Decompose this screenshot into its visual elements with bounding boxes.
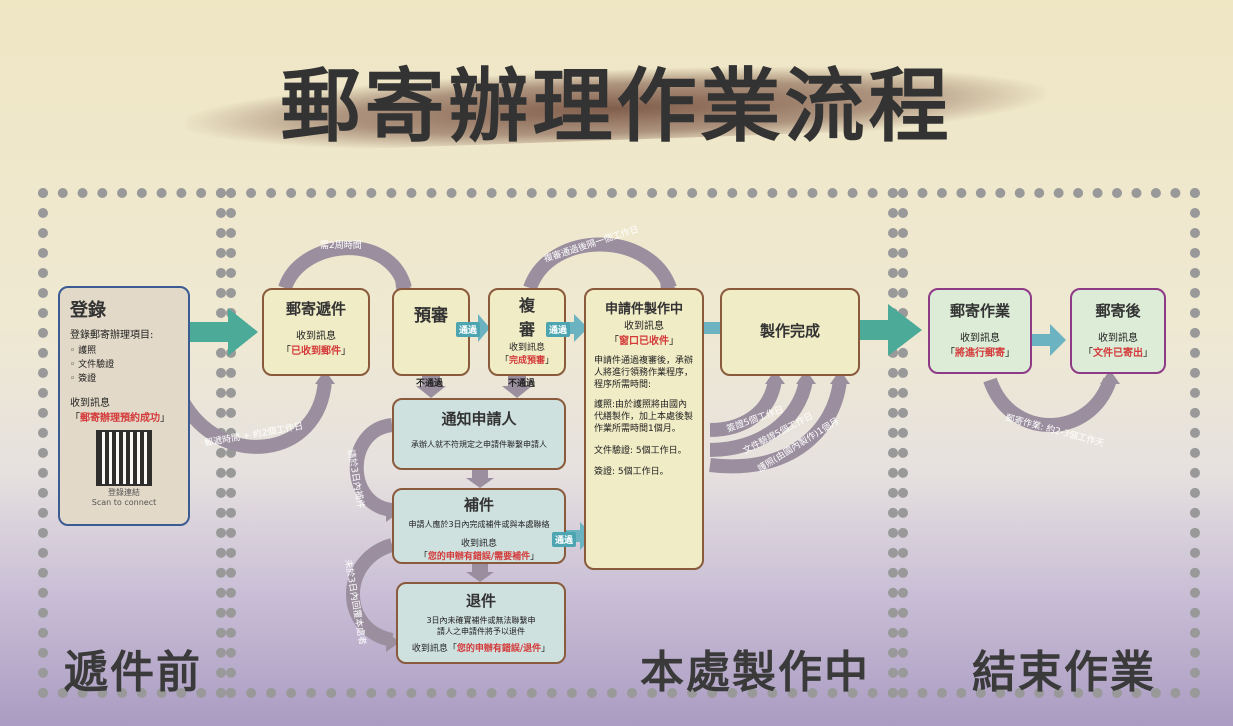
label-two-weeks: 需2周時間: [320, 240, 362, 251]
supplement-msg-label: 收到訊息: [460, 539, 497, 549]
mailed-box: 郵寄後 收到訊息 「文件已寄出」: [1070, 288, 1166, 374]
qr-caption: 登錄連結: [108, 488, 140, 497]
page-title: 郵寄辦理作業流程: [280, 60, 953, 153]
notify-box: 通知申請人 承辦人就不符規定之申請件聯繫申請人: [392, 398, 566, 470]
mailed-msg-label: 收到訊息: [1098, 333, 1138, 344]
fail-label-2: 不通過: [508, 379, 536, 389]
mail-work-msg-label: 收到訊息: [960, 333, 1000, 344]
register-item-visa: ◦ 簽證: [70, 374, 97, 384]
zone-label-processing: 本處製作中: [640, 647, 870, 698]
pre-review-title: 預審: [414, 306, 448, 326]
qr-caption-en: Scan to connect: [91, 498, 157, 507]
return-desc-1: 3日內未確實補件或無法聯繫申: [426, 616, 536, 625]
production-box: 申請件製作中 收到訊息 「窗口已收件」 申請件通過複審後，承辦人將進行領務作業程…: [584, 288, 704, 570]
mail-submit-title: 郵寄遞件: [285, 300, 346, 318]
register-title: 登錄: [70, 300, 106, 321]
supplement-desc: 申請人應於3日內完成補件或與本處聯絡: [408, 520, 550, 529]
return-box: 退件 3日內未確實補件或無法聯繫申 請人之申請件將予以退件 收到訊息「您的申辦有…: [396, 582, 566, 664]
mailed-msg: 「文件已寄出」: [1083, 348, 1153, 359]
supplement-title: 補件: [463, 496, 494, 514]
production-title: 申請件製作中: [604, 302, 683, 317]
supplement-box: 補件 申請人應於3日內完成補件或與本處聯絡 收到訊息 「您的申辦有錯誤/需要補件…: [392, 488, 566, 564]
register-box: 登錄 登錄郵寄辦理項目: ◦ 護照 ◦ 文件驗證 ◦ 簽證 收到訊息 「郵寄辦理…: [58, 286, 190, 526]
register-msg: 「郵寄辦理預約成功」: [70, 413, 170, 424]
zone-label-end: 結束作業: [972, 647, 1156, 698]
production-msg: 「窗口已收件」: [609, 336, 679, 347]
production-para1: 申請件通過複審後，承辦人將進行領務作業程序，程序所需時間:: [594, 356, 694, 390]
register-subtitle: 登錄郵寄辦理項目:: [70, 330, 154, 341]
done-box: 製作完成: [720, 288, 860, 376]
production-para2: 護照:由於護照將由國內代繕製作，加上本處後製作業所需時間1個月。: [594, 400, 694, 434]
re-review-msg: 「完成預審」: [499, 356, 555, 366]
mailed-title: 郵寄後: [1095, 302, 1141, 320]
re-review-msg-label: 收到訊息: [508, 343, 545, 353]
mail-work-title: 郵寄作業: [949, 302, 1010, 320]
mail-submit-box: 郵寄遞件 收到訊息 「已收到郵件」: [262, 288, 370, 376]
done-title: 製作完成: [759, 322, 820, 340]
supplement-msg: 「您的申辦有錯誤/需要補件」: [418, 552, 540, 562]
mail-submit-msg-label: 收到訊息: [296, 331, 336, 342]
zone-end: [898, 188, 1200, 698]
return-desc-2: 請人之申請件將予以退件: [437, 627, 525, 636]
production-para3: 文件驗證: 5個工作日。: [594, 446, 687, 456]
mail-work-msg: 「將進行郵寄」: [945, 348, 1015, 359]
return-msg: 收到訊息「您的申辦有錯誤/退件」: [411, 644, 551, 654]
re-review-title-2: 審: [518, 320, 535, 339]
register-item-doc: ◦ 文件驗證: [70, 360, 115, 370]
pass-label-2: 通過: [546, 322, 571, 337]
notify-title: 通知申請人: [441, 410, 517, 428]
fail-label-1: 不通過: [416, 379, 444, 389]
re-review-title-1: 複: [518, 296, 535, 315]
zone-label-before: 遞件前: [64, 647, 202, 698]
register-msg-label: 收到訊息: [70, 398, 110, 409]
notify-desc: 承辦人就不符規定之申請件聯繫申請人: [411, 440, 547, 449]
mail-submit-msg: 「已收到郵件」: [281, 346, 351, 357]
pass-label-3: 通過: [552, 532, 577, 547]
return-title: 退件: [465, 592, 496, 610]
qr-code[interactable]: [96, 430, 152, 486]
register-item-passport: ◦ 護照: [70, 346, 97, 356]
production-para4: 簽證: 5個工作日。: [594, 467, 669, 477]
mail-work-box: 郵寄作業 收到訊息 「將進行郵寄」: [928, 288, 1032, 374]
production-msg-label: 收到訊息: [624, 321, 664, 332]
pass-label-1: 通過: [456, 322, 481, 337]
